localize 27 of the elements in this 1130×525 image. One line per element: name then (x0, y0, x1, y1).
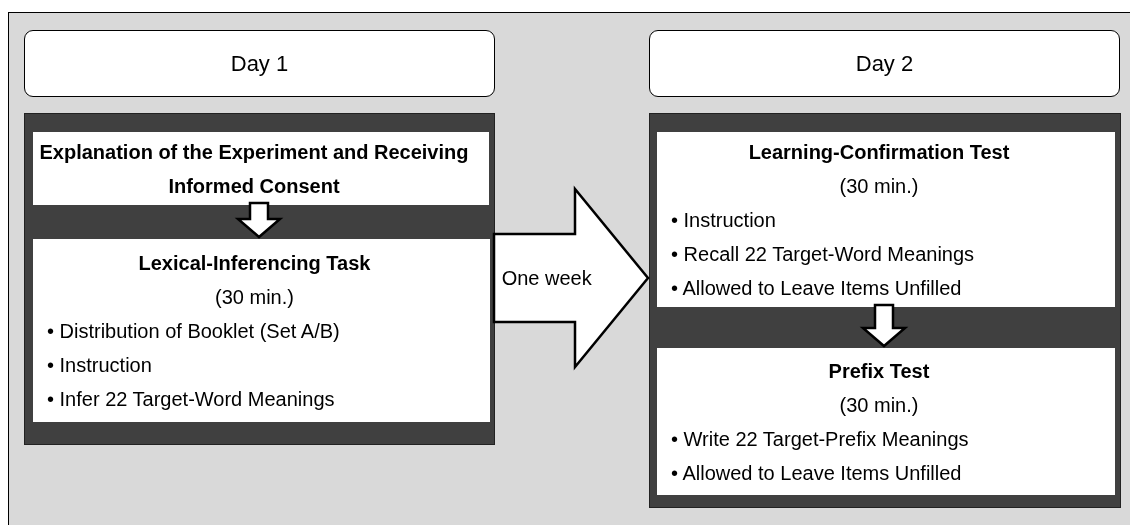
bullet-item: • Allowed to Leave Items Unfilled (671, 275, 963, 301)
day-label: Day 1 (230, 50, 289, 77)
bullet-item: • Instruction (671, 207, 777, 233)
block-arrow (234, 201, 284, 239)
bullet-item: • Allowed to Leave Items Unfilled (671, 460, 963, 486)
day-label: Day 2 (855, 50, 914, 77)
step-title: Learning-Confirmation Test (747, 139, 1011, 165)
step-title: Explanation of the Experiment and Receiving Informed Consent (39, 139, 469, 199)
bullet-item: • Write 22 Target-Prefix Meanings (671, 426, 970, 452)
step-title: Lexical-Inferencing Task (137, 250, 372, 276)
duration-text: (30 min.) (838, 392, 920, 418)
bullet-item: • Distribution of Booklet (Set A/B) (47, 318, 341, 344)
block-arrow (859, 303, 909, 348)
step-box (657, 132, 1115, 307)
day-header (24, 30, 495, 97)
duration-text: (30 min.) (838, 173, 920, 199)
bullet-item: • Infer 22 Target-Word Meanings (47, 386, 336, 412)
step-box (33, 239, 490, 422)
day-panel (24, 113, 495, 445)
bullet-item: • Recall 22 Target-Word Meanings (671, 241, 976, 267)
bullet-item: • Instruction (47, 352, 153, 378)
step-box (657, 348, 1115, 495)
step-title: Prefix Test (827, 358, 931, 384)
duration-text: (30 min.) (214, 284, 295, 310)
day-header (649, 30, 1120, 97)
day-panel (649, 113, 1121, 508)
step-box (33, 132, 489, 205)
